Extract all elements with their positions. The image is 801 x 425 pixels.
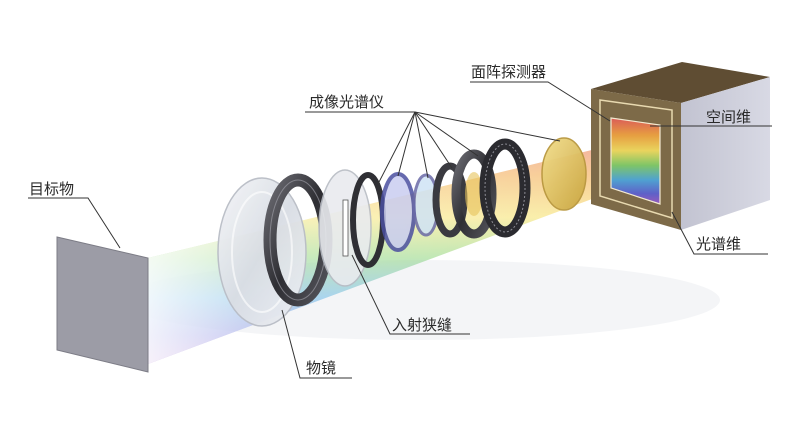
leader-slit: [351, 254, 470, 335]
filter-disc: [541, 137, 587, 211]
detector-side-face: [681, 77, 770, 230]
spectrometer-lens-group: [380, 138, 531, 252]
leader-lines: [28, 81, 772, 379]
detector-top-face: [591, 62, 770, 103]
leader-target: [28, 197, 121, 249]
label-spectral-dimension: 光谱维: [696, 235, 742, 253]
label-imaging-spectrometer: 成像光谱仪: [309, 93, 385, 111]
target-panel: [56, 236, 149, 373]
entrance-slit: [318, 169, 386, 287]
label-slit: 入射狭缝: [392, 316, 453, 334]
detector-sensor-edge: [610, 117, 661, 205]
leader-spectral: [671, 211, 768, 255]
detector-sensor: [611, 118, 660, 204]
leader-detector: [470, 81, 611, 122]
label-objective: 物镜: [306, 359, 337, 377]
label-area-detector: 面阵探测器: [471, 63, 547, 81]
detector-frame: [599, 99, 673, 220]
label-spatial-dimension: 空间维: [706, 108, 752, 126]
leader-objective: [281, 309, 352, 379]
label-target: 目标物: [29, 180, 75, 198]
area-detector-box: [591, 62, 770, 230]
